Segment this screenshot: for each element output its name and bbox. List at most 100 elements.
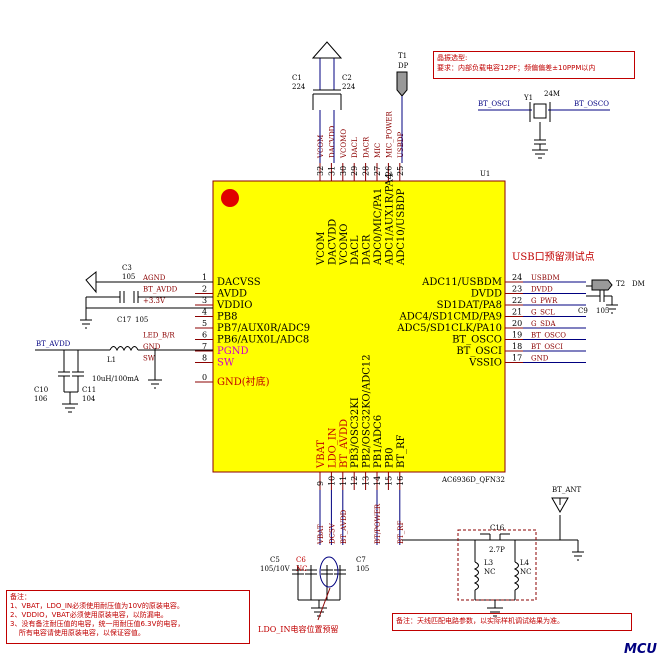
- pin-net-24: USBDM: [531, 274, 560, 282]
- pin-number-23: 23: [512, 285, 522, 294]
- pin-name-15: PB0: [384, 448, 395, 468]
- pin-name-6: PB6/AUX0L/ADC8: [217, 335, 309, 346]
- c9-ref: C9: [578, 307, 588, 315]
- pin-net-25: USBDP: [397, 132, 405, 158]
- pin-net-28: DACR: [363, 136, 371, 158]
- pin-name-3: VDDIO: [216, 300, 252, 311]
- t2-ref: T2: [616, 280, 625, 288]
- pin-number-8: 8: [202, 354, 207, 363]
- pin-net-14: BT/POWER: [374, 503, 382, 544]
- pin-net-18: BT_OSCI: [531, 343, 563, 351]
- pin-number-5: 5: [202, 319, 207, 328]
- pin1-marker: [221, 189, 239, 207]
- c1-value: 224: [292, 83, 306, 91]
- pin-net-29: DACL: [351, 137, 359, 158]
- pin-name-14: PB1/ADC6: [373, 415, 384, 468]
- c1-ref: C1: [292, 74, 302, 82]
- pin-name-12: PB3/OSC32KI: [350, 397, 361, 468]
- l4-value: NC: [520, 568, 531, 576]
- general-notes-box: [6, 590, 250, 644]
- c7-ref: C7: [356, 556, 366, 564]
- ldo-note: LDO_IN电容位置预留: [258, 624, 338, 634]
- c5-ref: C5: [270, 556, 280, 564]
- t1-ref: T1: [398, 52, 407, 60]
- top-decoupling: C1 224 C2 224: [292, 41, 356, 163]
- t1-testpoint: T1 DP: [396, 52, 409, 163]
- pin-net-7: GND: [143, 343, 161, 351]
- pin-number-22: 22: [512, 296, 522, 305]
- pin-net-19: BT_OSCO: [531, 332, 566, 340]
- pin-net-22: G_PWR: [531, 297, 558, 305]
- crystal-note-box: [433, 51, 635, 79]
- c16-value: 2.7P: [489, 546, 505, 554]
- pin-number-3: 3: [202, 296, 207, 305]
- pin-name-21: ADC4/SD1CMD/PA9: [398, 312, 502, 323]
- chip-body: [212, 180, 506, 473]
- net-bt-osco-top: BT_OSCO: [574, 100, 609, 108]
- pin-number-30: 30: [339, 166, 348, 176]
- pin-net-30: VCOMO: [340, 129, 348, 159]
- rf-note: 备注：天线匹配电路参数，以实际样机调试结果为准。: [396, 617, 564, 625]
- pin-number-1: 1: [202, 273, 207, 282]
- pin-net-9: VBAT: [317, 524, 325, 545]
- pin-number-7: 7: [202, 342, 207, 351]
- c6-value: NC: [296, 565, 307, 573]
- pin-name-11: BT_AVDD: [339, 419, 350, 468]
- pin-name-5: PB7/AUX0R/ADC9: [217, 323, 310, 334]
- pin-number-31: 31: [327, 166, 336, 176]
- pin-name-16: BT_RF: [396, 434, 407, 468]
- pin-number-10: 10: [327, 476, 336, 486]
- crystal-note-title: 晶振选型:: [437, 54, 468, 62]
- note-3b: 所有电容请使用原装电容，以保证容值。: [10, 629, 145, 637]
- c3-value: 105: [122, 273, 135, 281]
- usb-test-label: USB口预留测试点: [512, 250, 595, 263]
- l3-value: NC: [484, 568, 495, 576]
- pin-number-29: 29: [350, 166, 359, 176]
- net-bt-osci-top: BT_OSCI: [478, 100, 510, 108]
- pin-number-28: 28: [362, 166, 371, 176]
- pin-name-20: ADC5/SD1CLK/PA10: [396, 323, 502, 334]
- c17-ref: C17: [117, 316, 131, 324]
- left-circuits: C3 105 C17 105 BT_AVDD L1 10uH/100mA C10…: [34, 264, 213, 413]
- pin-name-19: BT_OSCO: [452, 335, 502, 346]
- c5-value: 105/10V: [260, 565, 291, 573]
- pin-net-17: GND: [531, 355, 549, 363]
- pin-number-13: 13: [362, 476, 371, 486]
- l4-ref: L4: [520, 559, 530, 567]
- pin-net-2: BT_AVDD: [143, 286, 178, 294]
- pin-net-6: LED_B/R: [143, 332, 175, 340]
- pin-name-8: SW: [217, 358, 235, 369]
- pin-name-31: DACVDD: [327, 219, 338, 265]
- pin-number-18: 18: [512, 342, 522, 351]
- net-bt-ant: BT_ANT: [552, 486, 581, 494]
- c2-value: 224: [342, 83, 356, 91]
- pin-number-19: 19: [512, 331, 522, 340]
- c11-ref: C11: [82, 386, 96, 394]
- pin-name-29: DACL: [350, 235, 361, 265]
- pin-name-9: VBAT: [316, 440, 327, 469]
- pin-number-16: 16: [396, 476, 405, 486]
- pin-name-7: PGND: [217, 346, 248, 357]
- pin-net-10: DCSV: [328, 522, 336, 544]
- pin-name-27: ADC0/MIC/PA1: [373, 188, 384, 266]
- pin-name-10: LDO_IN: [327, 427, 338, 468]
- c16-ref: C16: [490, 524, 505, 532]
- pin-net-8: SW: [143, 355, 156, 363]
- c9-value: 105: [596, 307, 609, 315]
- pin-net-27: MIC: [374, 143, 382, 158]
- pin-number-20: 20: [512, 319, 522, 328]
- pin-number-27: 27: [373, 166, 382, 176]
- pin-number-17: 17: [512, 354, 522, 363]
- pin-name-0: GND(衬底): [217, 375, 270, 388]
- c2-ref: C2: [342, 74, 352, 82]
- pin-name-28: DACR: [362, 234, 373, 265]
- y1-value: 24M: [544, 90, 560, 98]
- pin-name-1: DACVSS: [217, 277, 261, 288]
- y1-ref: Y1: [523, 94, 533, 102]
- bottom-circuits: C5 105/10V C6 NC C7 105 C16 2.7P L3 NC L…: [258, 486, 584, 634]
- chip-part: AC6936D_QFN32: [441, 476, 505, 484]
- c17-value: 105: [135, 316, 148, 324]
- pin-name-22: SD1DAT/PA8: [437, 300, 502, 311]
- pin-number-12: 12: [350, 476, 359, 486]
